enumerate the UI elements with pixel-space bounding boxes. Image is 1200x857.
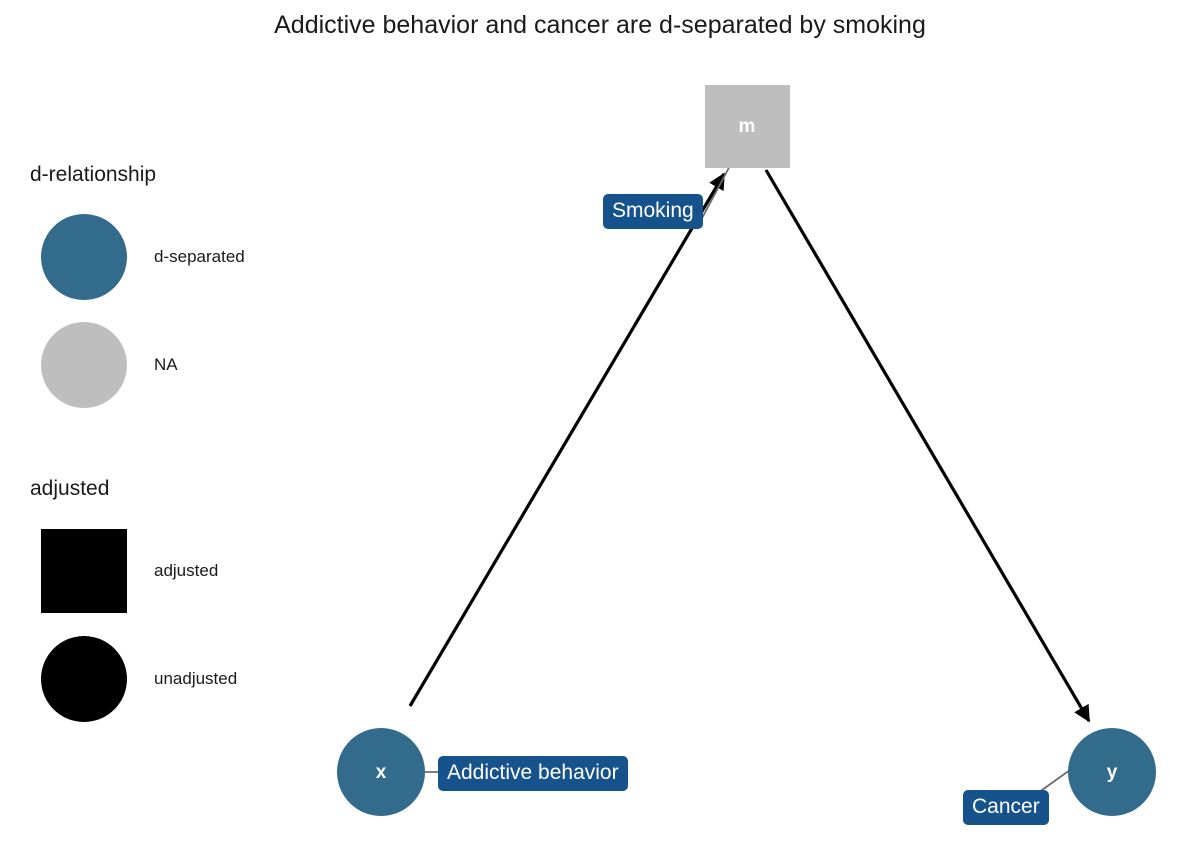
edge-x-to-m [408,172,726,707]
legend-item-na: NA [30,311,245,419]
legend-item-adjusted: adjusted [30,517,237,625]
dag-leader-lines [408,159,1085,801]
dag-nodes [337,85,1156,816]
dag-label-smoking[interactable]: Smoking [603,194,703,229]
dag-label-cancer[interactable]: Cancer [963,790,1049,825]
circle-swatch-na [41,322,127,408]
legend-key-unadjusted [30,636,138,722]
dag-label-addictive-behavior[interactable]: Addictive behavior [438,756,628,791]
dag-node-m[interactable] [705,85,790,168]
legend-item-unadjusted: unadjusted [30,625,237,733]
leader-line-smoking [699,159,734,223]
dag-node-x[interactable] [337,728,425,816]
legend-label-na: NA [154,355,178,374]
dag-node-y[interactable] [1068,728,1156,816]
page-title: Addictive behavior and cancer are d-sepa… [274,11,926,39]
legend-key-d-separated [30,214,138,300]
circle-swatch-d-separated [41,214,127,300]
legend-item-d-separated: d-separated [30,203,245,311]
legend-adjusted: adjusted adjusted unadjusted [30,477,237,733]
legend-label-adjusted: adjusted [154,561,219,580]
legend-d-relationship: d-relationship d-separated NA [30,163,245,419]
square-swatch-adjusted [41,529,127,613]
legend-key-adjusted [30,529,138,613]
legend-key-na [30,322,138,408]
dag-edges [408,169,1091,723]
legend-title-adjusted: adjusted [30,477,110,500]
legend-title-d-relationship: d-relationship [30,163,157,186]
legend-label-unadjusted: unadjusted [154,669,238,688]
legend-label-d-separated: d-separated [154,247,245,266]
edge-m-to-y [764,169,1091,723]
circle-swatch-unadjusted [41,636,127,722]
